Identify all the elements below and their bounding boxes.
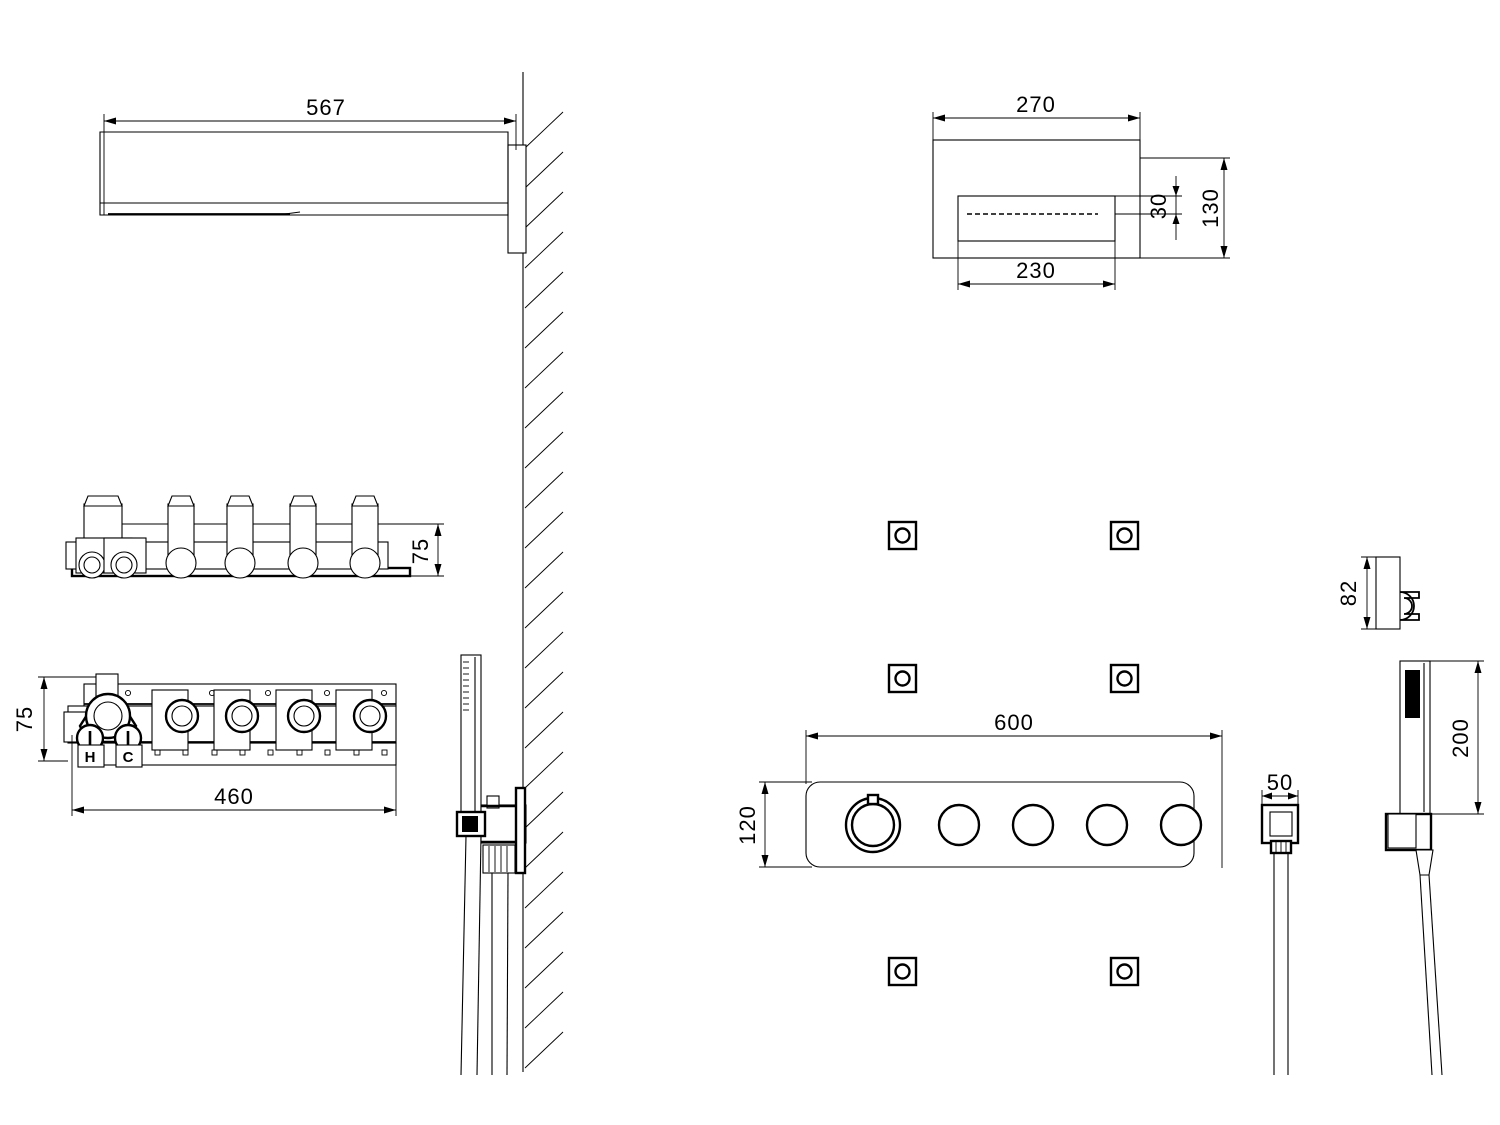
- dimension-label-567: 567: [306, 95, 346, 120]
- view-valve-body-side: 75: [65, 495, 444, 579]
- dimension-label-120: 120: [735, 805, 760, 845]
- outlet-port-4: [352, 698, 388, 734]
- outlet-port-3: [286, 698, 322, 734]
- dimension-75-front: 75: [12, 676, 96, 762]
- view-control-panel: 600 120: [735, 710, 1223, 868]
- diverter-button-4[interactable]: [1159, 803, 1203, 847]
- body-jet-5: [887, 956, 918, 987]
- body-jet-4: [1109, 663, 1140, 694]
- dimension-50: 50: [1261, 770, 1299, 806]
- thermostat-knob[interactable]: [844, 793, 902, 854]
- view-hand-shower-bracket: 82: [1336, 556, 1420, 630]
- dimension-label-130: 130: [1198, 188, 1223, 228]
- spray-face-pattern: [1406, 675, 1419, 709]
- dimension-label-270: 270: [1016, 92, 1056, 117]
- body-jet-2: [1109, 520, 1140, 551]
- dimension-120: 120: [735, 781, 812, 868]
- view-shower-arm-side: 567: [99, 95, 527, 254]
- dimension-label-75-front: 75: [12, 706, 37, 732]
- dimension-82: 82: [1336, 556, 1380, 630]
- valve-stem-2: [224, 495, 256, 579]
- outlet-ridges: [1275, 842, 1287, 852]
- body-jet-3: [887, 663, 918, 694]
- dimension-600: 600: [805, 710, 1223, 868]
- shower-hose-lines: [460, 835, 509, 1076]
- body-jets-layout: [887, 520, 1140, 987]
- dimension-label-600: 600: [994, 710, 1034, 735]
- dimension-label-200: 200: [1448, 718, 1473, 758]
- dimension-label-82: 82: [1336, 580, 1361, 606]
- wall-section: [522, 72, 564, 1072]
- valve-stem-4: [349, 495, 381, 579]
- dimension-label-460: 460: [214, 784, 254, 809]
- cold-inlet: C: [113, 723, 143, 768]
- spray-face-icon: [463, 661, 469, 711]
- dimension-200: 200: [1430, 660, 1484, 815]
- dimension-label-75-side: 75: [408, 538, 433, 564]
- view-valve-body-front: H C 75 460: [12, 673, 397, 816]
- dimension-230: 230: [957, 196, 1116, 290]
- body-jet-1: [887, 520, 918, 551]
- dimension-270: 270: [932, 92, 1141, 142]
- dimension-567: 567: [103, 95, 517, 215]
- diverter-button-3[interactable]: [1085, 803, 1129, 847]
- hot-inlet-label: H: [85, 749, 96, 766]
- view-shower-head-detail: 270 230 130 30: [932, 92, 1230, 290]
- valve-stem-1: [165, 495, 197, 579]
- dimension-label-230: 230: [1016, 258, 1056, 283]
- hot-inlet: H: [75, 723, 105, 768]
- cold-inlet-label: C: [123, 749, 134, 766]
- diverter-button-2[interactable]: [1011, 803, 1055, 847]
- dimension-460: 460: [71, 735, 397, 816]
- dimension-130: 130: [1140, 157, 1230, 259]
- outlet-port-2: [224, 698, 260, 734]
- wall-hatching: [524, 111, 564, 1069]
- dimension-30: 30: [1115, 176, 1182, 240]
- wall-outlet-ridges: [488, 846, 508, 872]
- dimension-label-50: 50: [1267, 770, 1293, 795]
- view-wall-outlet: 50: [1260, 770, 1300, 1075]
- body-jet-6: [1109, 956, 1140, 987]
- view-hand-shower: 200: [1384, 660, 1484, 1076]
- hand-shower-on-wall: [455, 654, 527, 1076]
- valve-stem-3: [287, 495, 319, 579]
- dimension-label-30: 30: [1146, 193, 1171, 219]
- outlet-port-1: [164, 698, 200, 734]
- diverter-button-1[interactable]: [937, 803, 981, 847]
- dimension-75-side: 75: [404, 523, 444, 577]
